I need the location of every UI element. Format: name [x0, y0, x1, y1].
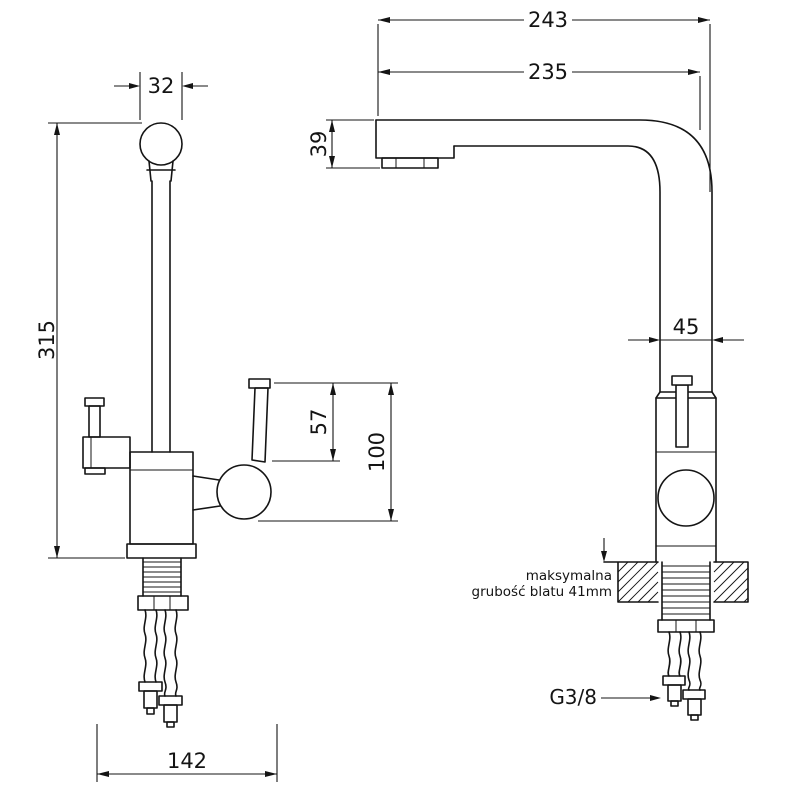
side-aerator [381, 157, 439, 169]
thread-size-callout: G3/8 [549, 685, 661, 709]
front-lever-ball [216, 464, 272, 520]
dim-lever-height-label: 57 [307, 409, 331, 436]
dimension-overall-depth: 243 [377, 8, 711, 192]
countertop-section [603, 561, 749, 603]
dim-spout-height-label: 39 [307, 131, 331, 158]
front-supply-hoses [138, 609, 183, 728]
dim-head-width-label: 32 [148, 74, 175, 98]
front-riser-pipe [151, 180, 171, 453]
dimension-body-height: 100 [258, 383, 398, 522]
counter-note-line1: maksymalna [526, 568, 612, 584]
side-threaded-shank [661, 561, 711, 621]
dimension-spout-height: 39 [307, 119, 380, 169]
dim-total-height-label: 315 [35, 320, 59, 360]
front-lever-cap [248, 378, 271, 389]
front-lever-rod [251, 387, 269, 463]
side-view-dimensions: 243 235 39 45 maksymalna grubość [307, 8, 744, 709]
dim-overall-depth-label: 243 [528, 8, 568, 32]
dim-overall-width-label: 142 [167, 749, 207, 773]
front-filter-spout [82, 436, 131, 469]
dimension-total-height: 315 [35, 122, 142, 559]
front-spout-cap [139, 122, 183, 166]
front-view-dimensions: 32 315 57 100 142 [35, 72, 398, 782]
side-mounting-nut [657, 619, 715, 633]
dimension-spout-reach: 235 [378, 60, 701, 130]
front-mounting-nut [137, 595, 189, 611]
front-filter-handle [88, 405, 101, 438]
dimension-head-width: 32 [114, 72, 208, 120]
side-supply-hoses [662, 631, 706, 721]
dimension-lever-height: 57 [272, 382, 398, 462]
thread-size-label: G3/8 [549, 685, 597, 709]
side-spout-tube-inner [453, 145, 661, 393]
dim-spout-reach-label: 235 [528, 60, 568, 84]
side-spout-tube-outer [375, 119, 713, 393]
side-spout-head [375, 119, 455, 159]
dim-column-width-label: 45 [673, 315, 700, 339]
side-lever-cap [671, 375, 693, 386]
dimension-column-width: 45 [628, 315, 744, 343]
front-body [129, 451, 194, 545]
side-lever-ball [657, 469, 715, 527]
front-filter-handle-cap [84, 397, 105, 407]
dimension-overall-width: 142 [96, 724, 278, 782]
side-view-drawing [375, 119, 749, 721]
counter-note-line2: grubość blatu 41mm [472, 584, 612, 600]
counter-thickness-note: maksymalna grubość blatu 41mm [472, 538, 612, 600]
front-view-drawing [82, 122, 272, 728]
side-lever-rod [675, 384, 689, 448]
front-base-flange [126, 543, 197, 559]
dim-body-height-label: 100 [365, 432, 389, 472]
